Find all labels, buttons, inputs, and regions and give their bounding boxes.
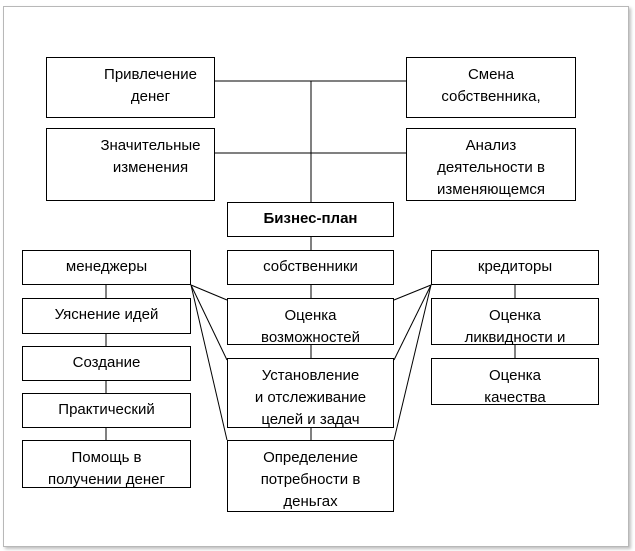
quality-assessment-label: Оценка качества — [484, 367, 546, 405]
significant-changes-box: Значительные изменения — [46, 128, 215, 201]
practical-box: Практический — [22, 393, 191, 428]
attract-money-label: Привлечение денег — [104, 66, 197, 105]
create-label: Создание — [72, 354, 141, 371]
activity-analysis-box: Анализ деятельности в изменяющемся — [406, 128, 576, 201]
creditors-link-3 — [393, 284, 432, 441]
owner-change-label: Смена собственника, — [441, 66, 541, 105]
owners-box: собственники — [227, 250, 394, 285]
significant-changes-label: Значительные изменения — [100, 137, 201, 176]
assess-opportunities-box: Оценка возможностей — [227, 298, 394, 345]
liquidity-assessment-label: Оценка ликвидности и — [464, 307, 566, 345]
goals-tracking-box: Установление и отслеживание целей и зада… — [227, 358, 394, 428]
help-money-box: Помощь в получении денег — [22, 440, 191, 488]
business-plan-label: Бизнес-план — [263, 210, 358, 227]
managers-link-1 — [190, 284, 228, 301]
assess-opportunities-label: Оценка возможностей — [261, 307, 360, 345]
clarify-ideas-label: Уяснение идей — [54, 306, 159, 323]
practical-label: Практический — [58, 401, 155, 418]
business-plan-box: Бизнес-план — [227, 202, 394, 237]
creditors-link-1 — [393, 284, 432, 301]
creditors-link-2 — [393, 284, 432, 361]
money-needs-box: Определение потребности в деньгах — [227, 440, 394, 512]
attract-money-box: Привлечение денег — [46, 57, 215, 118]
help-money-label: Помощь в получении денег — [48, 449, 165, 488]
quality-assessment-box: Оценка качества — [431, 358, 599, 405]
managers-link-3 — [190, 284, 228, 441]
creditors-box: кредиторы — [431, 250, 599, 285]
goals-tracking-label: Установление и отслеживание целей и зада… — [254, 367, 367, 428]
creditors-label: кредиторы — [477, 258, 553, 275]
money-needs-label: Определение потребности в деньгах — [260, 449, 361, 510]
managers-box: менеджеры — [22, 250, 191, 285]
managers-label: менеджеры — [65, 258, 148, 275]
create-box: Создание — [22, 346, 191, 381]
managers-link-2 — [190, 284, 228, 361]
activity-analysis-label: Анализ деятельности в изменяющемся — [436, 137, 546, 198]
owner-change-box: Смена собственника, — [406, 57, 576, 118]
liquidity-assessment-box: Оценка ликвидности и — [431, 298, 599, 345]
owners-label: собственники — [263, 258, 358, 275]
clarify-ideas-box: Уяснение идей — [22, 298, 191, 334]
